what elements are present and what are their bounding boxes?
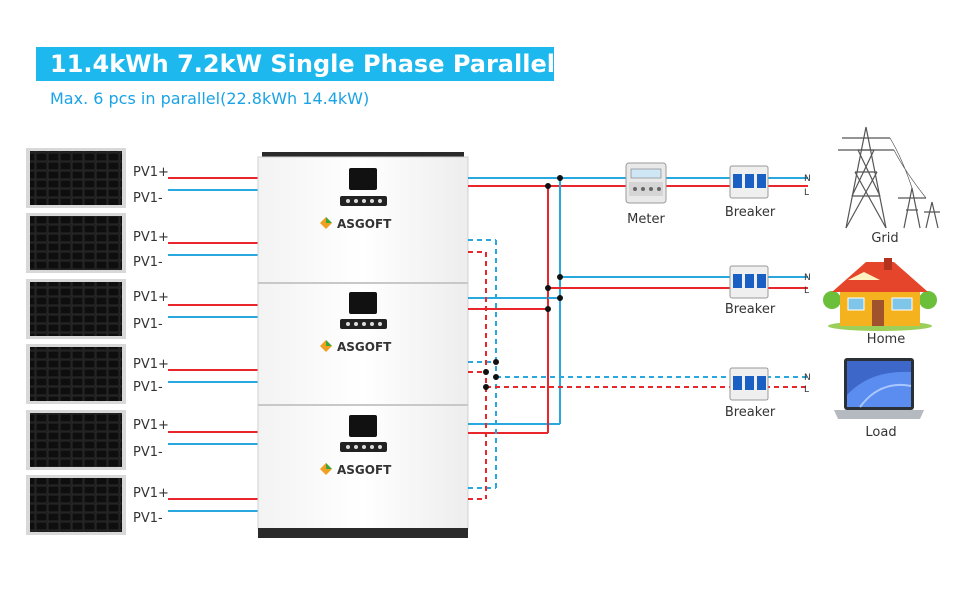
page-subtitle: Max. 6 pcs in parallel(22.8kWh 14.4kW) bbox=[50, 89, 370, 108]
pv-minus-label-1: PV1- bbox=[133, 191, 163, 206]
pv-minus-label-4: PV1- bbox=[133, 380, 163, 395]
pv-minus-label-2: PV1- bbox=[133, 255, 163, 270]
brand-name-2: ASGOFT bbox=[337, 340, 392, 354]
pv-plus-label-5: PV1+ bbox=[133, 418, 169, 433]
inverter-unit-3: ASGOFT bbox=[320, 415, 392, 477]
inverter-unit-2: ASGOFT bbox=[320, 292, 392, 354]
breaker-icon-load bbox=[729, 367, 769, 401]
meter-label: Meter bbox=[627, 212, 665, 227]
load-label: Load bbox=[865, 425, 896, 440]
laptop-icon bbox=[834, 358, 924, 419]
brand-name-1: ASGOFT bbox=[337, 217, 392, 231]
n-tag-home: N bbox=[804, 273, 811, 283]
inverter-unit-1: ASGOFT bbox=[320, 168, 392, 231]
inverter-stack: ASGOFT ASGOFT ASGOFT bbox=[257, 152, 469, 538]
home-label: Home bbox=[867, 332, 905, 347]
grid-label: Grid bbox=[871, 231, 898, 246]
breaker-icon-home bbox=[729, 265, 769, 299]
breaker-home-label: Breaker bbox=[725, 302, 776, 317]
pv-plus-label-6: PV1+ bbox=[133, 486, 169, 501]
house-icon bbox=[823, 258, 937, 331]
solar-panel-4 bbox=[26, 344, 126, 404]
l-tag-grid: L bbox=[804, 188, 809, 198]
n-tag-load: N bbox=[804, 373, 811, 383]
pv-minus-label-6: PV1- bbox=[133, 511, 163, 526]
solar-panel-1 bbox=[26, 148, 126, 208]
pv-minus-label-3: PV1- bbox=[133, 317, 163, 332]
backup-wiring bbox=[468, 239, 808, 500]
solar-panel-3 bbox=[26, 279, 126, 339]
meter-icon bbox=[625, 162, 667, 204]
pv-plus-label-4: PV1+ bbox=[133, 357, 169, 372]
solar-panel-6 bbox=[26, 475, 126, 535]
pv-plus-label-1: PV1+ bbox=[133, 165, 169, 180]
l-tag-home: L bbox=[804, 286, 809, 296]
n-tag-grid: N bbox=[804, 174, 811, 184]
brand-name-3: ASGOFT bbox=[337, 463, 392, 477]
breaker-grid-label: Breaker bbox=[725, 205, 776, 220]
page-title: 11.4kWh 7.2kW Single Phase Parallelism bbox=[50, 50, 603, 78]
solar-panel-2 bbox=[26, 213, 126, 273]
breaker-icon-grid bbox=[729, 165, 769, 199]
l-tag-load: L bbox=[804, 385, 809, 395]
solar-panel-5 bbox=[26, 410, 126, 470]
title-banner: 11.4kWh 7.2kW Single Phase Parallelism bbox=[36, 47, 602, 81]
pv-minus-label-5: PV1- bbox=[133, 445, 163, 460]
pv-plus-label-3: PV1+ bbox=[133, 290, 169, 305]
pv-plus-label-2: PV1+ bbox=[133, 230, 169, 245]
breaker-load-label: Breaker bbox=[725, 405, 776, 420]
pylon-icon bbox=[838, 126, 940, 229]
